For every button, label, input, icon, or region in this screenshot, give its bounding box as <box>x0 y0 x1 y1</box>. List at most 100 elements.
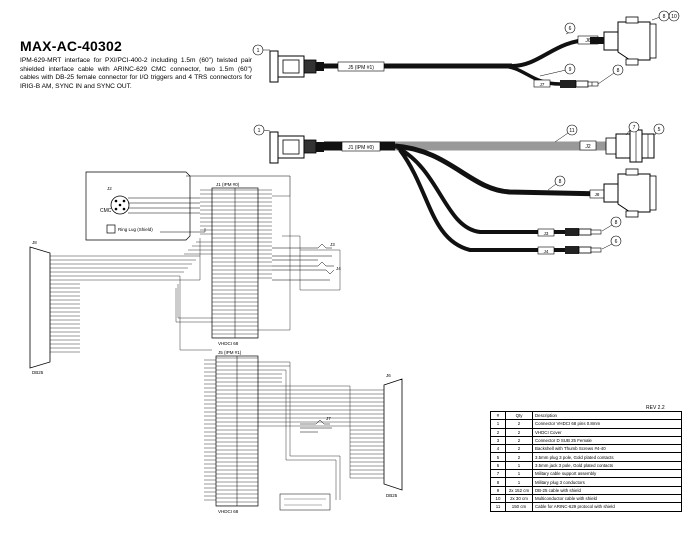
bom-header-row: # Qty Description <box>490 410 682 421</box>
svg-text:1: 1 <box>258 128 261 134</box>
schematic-j1: J2 CMC Ring Lug (Shield) J1 (IPM #0) VHD… <box>29 171 341 375</box>
svg-text:10: 10 <box>671 14 677 20</box>
bom-cell-number: 10 <box>490 493 506 504</box>
db25-connector-j8 <box>603 168 657 218</box>
schem-label-j8: J8 <box>32 240 37 245</box>
schem-label-j4: J4 <box>336 266 341 271</box>
bom-cell-description: Connector D SUB 25 Female <box>532 435 682 446</box>
svg-text:9: 9 <box>569 67 572 73</box>
bom-cell-number: 9 <box>490 485 506 495</box>
svg-text:5: 5 <box>658 127 661 133</box>
bom-cell-qty: 2 <box>505 419 533 429</box>
bom-cell-number: 2 <box>490 427 506 437</box>
cable-assembly-j5: J5 (IPM #1) J6 J7 1 6 <box>252 10 680 88</box>
page-description: IPM-629-MRT interface for PXI/PCI-400-2 … <box>20 57 252 90</box>
bom-cell-description: Military plug 3 conductors <box>532 477 682 487</box>
svg-text:11: 11 <box>569 128 574 134</box>
schem-j5-sub: VHDCI 68 <box>218 509 239 514</box>
bom-cell-qty: 2 <box>505 444 533 454</box>
label-j7: J7 <box>540 82 545 87</box>
label-j3: J3 <box>544 231 549 236</box>
military-plug-j2 <box>605 129 655 163</box>
bom-cell-description: 3.5mm jack 3 pole, Gold plated contacts <box>532 460 682 471</box>
revision-label: REV 2.2 <box>646 405 665 411</box>
label-j1-ipm0: J1 (IPM #0) <box>348 145 374 151</box>
bom-cell-description: VHDCI Cover <box>532 427 682 437</box>
vhdci-connector-j5 <box>269 50 324 83</box>
schem-j8-sub: DB25 <box>32 370 44 375</box>
bom-col-qty: Qty <box>505 410 533 421</box>
label-j8: J8 <box>595 192 600 197</box>
bom-cell-qty: 2 <box>505 452 533 462</box>
svg-text:8: 8 <box>615 220 618 226</box>
schem-label-j7: J7 <box>326 416 331 421</box>
bom-col-description: Description <box>532 410 682 421</box>
bom-cell-qty: 150 cm <box>505 502 533 512</box>
bom-cell-number: 11 <box>490 502 506 512</box>
label-j6: J6 <box>585 38 591 44</box>
bom-cell-description: Cable for ARINC-629 protocol with shield <box>532 502 682 512</box>
schem-j1-title: J1 (IPM #0) <box>216 182 240 187</box>
bom-cell-description: Connector VHDCI 68 pins 0.8mm <box>532 419 682 429</box>
label-j5-ipm1: J5 (IPM #1) <box>348 65 374 71</box>
bom-cell-number: 3 <box>490 435 506 446</box>
schem-j6-sub: DB25 <box>386 493 398 498</box>
bom-cell-qty: 2x 152 cm <box>505 485 533 495</box>
bom-cell-qty: 1 <box>505 460 533 471</box>
svg-text:7: 7 <box>633 125 636 131</box>
balloons-bottom: 1 11 7 5 8 8 6 <box>253 121 665 250</box>
schem-label-j3: J3 <box>330 242 335 247</box>
label-j2: J2 <box>585 144 591 150</box>
svg-text:8: 8 <box>559 179 562 185</box>
label-j4: J4 <box>544 249 549 254</box>
svg-text:1: 1 <box>257 48 260 54</box>
bom-cell-number: 8 <box>490 477 506 487</box>
cable-assembly-j1: J1 (IPM #0) J2 J8 J3 J4 <box>253 121 665 255</box>
schem-j5-title: J5 (IPM #1) <box>218 350 242 355</box>
vhdci-connector-j1 <box>269 131 324 164</box>
bom-cell-qty: 2x 30 cm <box>505 493 533 504</box>
bom-cell-qty: 2 <box>505 435 533 446</box>
bom-cell-qty: 1 <box>505 469 533 479</box>
schem-label-j6: J6 <box>386 373 391 378</box>
bom-cell-description: Military cable support assembly <box>532 469 682 479</box>
svg-text:8: 8 <box>663 14 666 20</box>
trs-plug-j3 <box>565 228 602 236</box>
bom-cell-number: 5 <box>490 452 506 462</box>
trs-plug-j7 <box>560 80 599 88</box>
bom-cell-description: 3.5mm plug 3 pole, Gold plated contacts <box>532 452 682 462</box>
bom-col-number: # <box>490 410 506 421</box>
bom-cell-description: Backshell with Thumb Screws #4-40 <box>532 444 682 454</box>
schem-label-cmc: CMC <box>100 208 112 214</box>
trs-plug-j4 <box>565 246 602 254</box>
bom-cell-number: 6 <box>490 460 506 471</box>
bom-cell-number: 7 <box>490 469 506 479</box>
schem-j1-sub: VHDCI 68 <box>218 341 239 346</box>
db25-connector-j6 <box>590 16 657 66</box>
svg-text:6: 6 <box>569 26 572 32</box>
page-title: MAX-AC-40302 <box>20 38 122 54</box>
bom-cell-qty: 2 <box>505 427 533 437</box>
schematic-j5: J5 (IPM #1) VHDCI 68 J7 J6 DB25 <box>204 350 403 514</box>
bom-cell-description: DB-25 cable with shield <box>532 485 682 495</box>
schem-label-j2: J2 <box>107 186 112 191</box>
balloons-top: 1 6 9 8 10 8 <box>252 10 680 85</box>
bom-cell-number: 4 <box>490 444 506 454</box>
schem-ring-lug: Ring Lug (Shield) <box>118 227 153 232</box>
bom-cell-number: 1 <box>490 419 506 429</box>
bom-cell-description: Multiconductor cable with shield <box>532 493 682 504</box>
